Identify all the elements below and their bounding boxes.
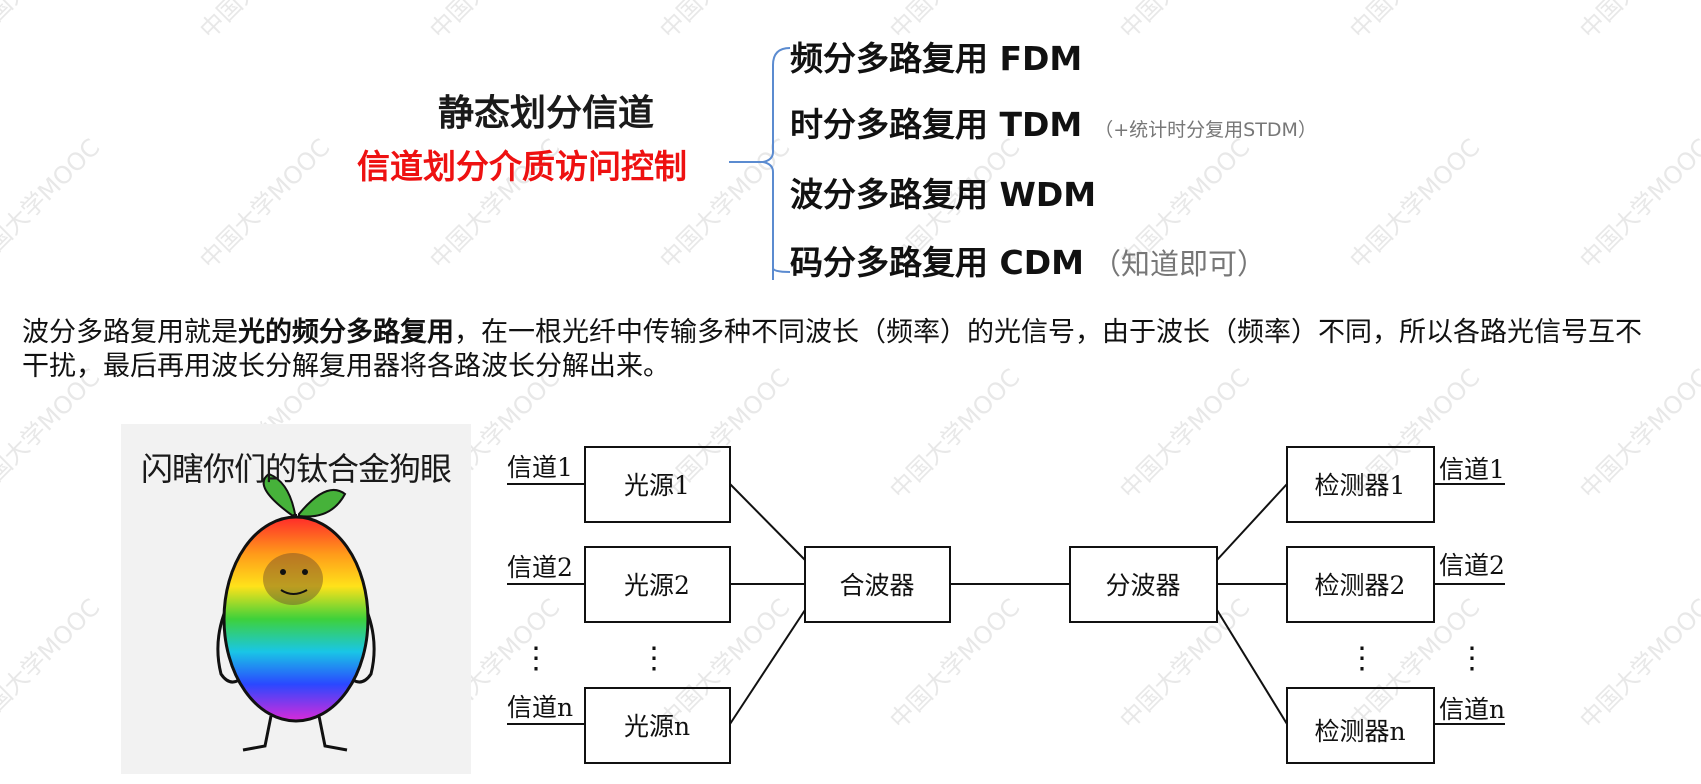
explanation-paragraph: 波分多路复用就是光的频分多路复用，在一根光纤中传输多种不同波长（频率）的光信号，… [22, 316, 1642, 384]
meme-image: 闪瞎你们的钛合金狗眼 [121, 424, 471, 774]
right-channel-n: 信道n [1439, 695, 1505, 724]
right-channel-2: 信道2 [1439, 551, 1505, 580]
ellipsis-left-channel: ⋮ [521, 641, 551, 676]
ellipsis-source: ⋮ [639, 641, 669, 676]
meme-caption: 闪瞎你们的钛合金狗眼 [140, 450, 452, 488]
paragraph-part1: 波分多路复用就是 [22, 317, 238, 348]
method-cdm: 码分多路复用 CDM（知道即可） [790, 236, 1266, 284]
left-channel-n: 信道n [507, 693, 573, 722]
left-channel-1: 信道1 [507, 453, 573, 482]
multiplexer-label: 合波器 [839, 571, 914, 600]
detector-label-n: 检测器n [1314, 717, 1405, 746]
detector-label-1: 检测器1 [1315, 471, 1406, 500]
paragraph-bold: 光的频分多路复用 [238, 317, 454, 348]
source-box-n [584, 687, 731, 764]
method-fdm-label: 频分多路复用 FDM [790, 39, 1083, 78]
method-tdm-note: （+统计时分复用STDM） [1094, 119, 1317, 141]
bracket [729, 47, 791, 280]
rainbow-fruit-illustration [216, 472, 376, 752]
detector-box-n [1286, 687, 1435, 764]
left-channel-2: 信道2 [507, 553, 573, 582]
ellipsis-detector: ⋮ [1347, 641, 1377, 676]
right-channel-1: 信道1 [1439, 455, 1505, 484]
demultiplexer-label: 分波器 [1105, 571, 1180, 600]
method-wdm-label: 波分多路复用 WDM [790, 175, 1097, 214]
topic-subtitle: 信道划分介质访问控制 [357, 147, 687, 186]
method-fdm: 频分多路复用 FDM [790, 32, 1082, 80]
source-label-2: 光源2 [624, 571, 690, 600]
bracket-path [729, 47, 791, 280]
method-cdm-label: 码分多路复用 CDM [790, 243, 1084, 282]
topic-title: 静态划分信道 [438, 93, 655, 134]
method-tdm-label: 时分多路复用 TDM [790, 105, 1083, 144]
source-label-n: 光源n [624, 712, 690, 741]
paragraph-part2: ，在一根光纤中传输多种不同波长（频率）的光信号，由于波长（频率）不同，所以各路光… [22, 317, 1642, 382]
ellipsis-right-channel: ⋮ [1457, 641, 1487, 676]
method-tdm: 时分多路复用 TDM （+统计时分复用STDM） [790, 98, 1317, 146]
detector-label-2: 检测器2 [1315, 571, 1406, 600]
method-cdm-note: （知道即可） [1091, 247, 1266, 281]
method-wdm: 波分多路复用 WDM [790, 168, 1096, 216]
source-label-1: 光源1 [624, 471, 690, 500]
